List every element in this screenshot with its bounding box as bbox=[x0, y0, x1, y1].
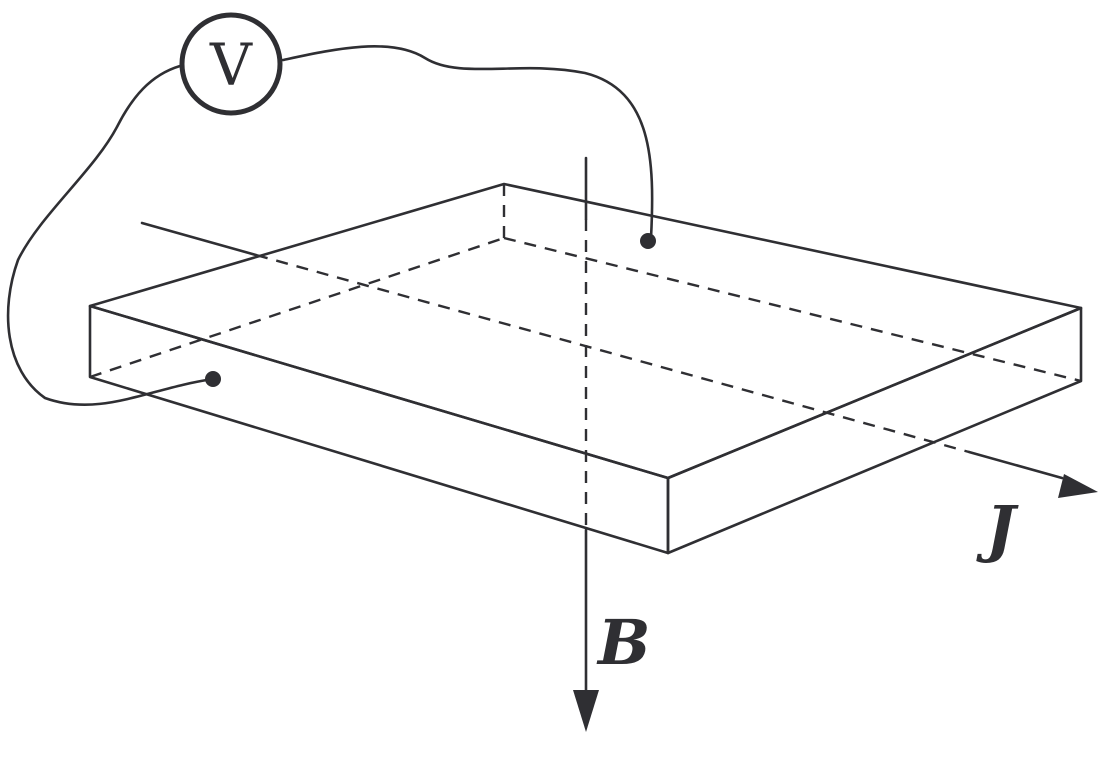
field-arrowhead bbox=[573, 690, 599, 732]
hidden-edge-back-left-bottom bbox=[89, 236, 505, 379]
voltmeter-circuit: V bbox=[6, 12, 656, 406]
hidden-edge-back-right-bottom bbox=[503, 236, 1082, 383]
side-contact-dot bbox=[205, 371, 221, 387]
slab-hidden-edges bbox=[89, 184, 1082, 383]
slab-front-face bbox=[88, 304, 670, 555]
slab-right-face bbox=[666, 306, 1083, 555]
voltmeter-lead-left bbox=[6, 64, 215, 406]
current-axis: J bbox=[140, 221, 1098, 565]
current-arrowhead bbox=[1058, 474, 1098, 498]
field-label: B bbox=[596, 606, 650, 679]
voltmeter-lead-right bbox=[281, 45, 654, 240]
field-axis: B bbox=[573, 156, 650, 732]
voltmeter-circle bbox=[179, 12, 283, 116]
top-contact-dot bbox=[640, 233, 656, 249]
current-axis-visible-end bbox=[967, 450, 1064, 480]
current-axis-visible-start bbox=[140, 221, 258, 257]
current-label: J bbox=[976, 492, 1019, 565]
voltmeter-label: V bbox=[209, 31, 253, 99]
slab bbox=[88, 182, 1083, 555]
current-axis-inside-slab bbox=[255, 253, 970, 454]
